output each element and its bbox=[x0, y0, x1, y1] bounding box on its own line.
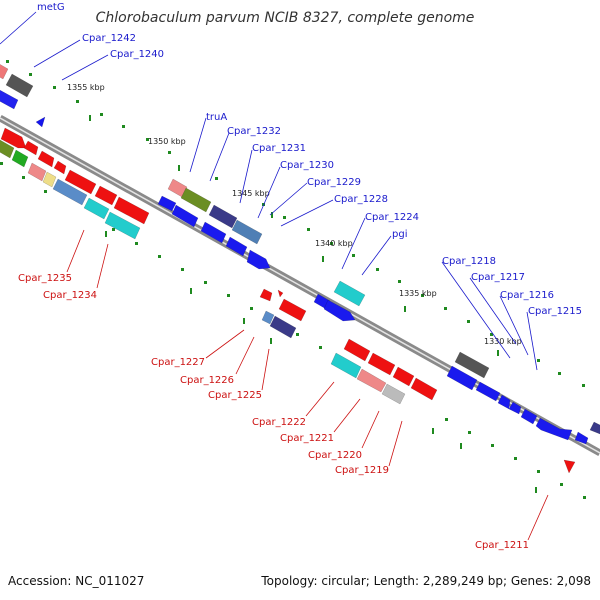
gene-arrow bbox=[0, 127, 27, 149]
gene-label: Cpar_1242 bbox=[82, 33, 136, 44]
genome-backbone bbox=[0, 114, 600, 457]
gene-arrow bbox=[356, 368, 387, 393]
gene-label: Cpar_1227 bbox=[151, 357, 205, 368]
gene-label: Cpar_1217 bbox=[471, 272, 525, 283]
kbp-label: 1335 kbp bbox=[399, 289, 437, 298]
reverse-label-leaders bbox=[66, 229, 549, 541]
gene-arrow bbox=[200, 221, 227, 244]
gene-arrow bbox=[53, 160, 67, 175]
gene-arrow bbox=[42, 171, 57, 188]
gene-arrow bbox=[261, 310, 275, 325]
gene-arrow bbox=[278, 298, 307, 322]
gene-arrow bbox=[446, 365, 478, 391]
kbp-label: 1355 kbp bbox=[67, 83, 105, 92]
kbp-scale: 1355 kbp 1350 kbp 1345 kbp 1340 kbp 1335… bbox=[67, 83, 522, 346]
gene-label: Cpar_1221 bbox=[280, 433, 334, 444]
gene-arrow bbox=[0, 139, 15, 159]
gene-arrow bbox=[520, 408, 538, 425]
gene-arrow bbox=[259, 288, 273, 302]
gene-arrow bbox=[23, 140, 39, 156]
gene-arrow bbox=[27, 162, 47, 182]
gene-arrow bbox=[269, 315, 297, 339]
gene-arrow bbox=[246, 249, 271, 270]
gene-label: Cpar_1235 bbox=[18, 273, 72, 284]
kbp-label: 1340 kbp bbox=[315, 239, 353, 248]
reverse-gene-labels: Cpar_1235 Cpar_1234 Cpar_1227 Cpar_1226 … bbox=[18, 273, 529, 551]
gene-arrow bbox=[574, 431, 589, 445]
gene-label: Cpar_1226 bbox=[180, 375, 234, 386]
gene-arrow bbox=[367, 352, 396, 376]
gene-arrow bbox=[343, 338, 371, 362]
gene-arrow bbox=[94, 185, 118, 206]
gene-label: Cpar_1216 bbox=[500, 290, 554, 301]
gene-label: Cpar_1229 bbox=[307, 177, 361, 188]
gene-label: Cpar_1240 bbox=[110, 49, 164, 60]
gene-arrow bbox=[454, 351, 490, 379]
gene-arrow bbox=[563, 459, 576, 474]
gene-label: Cpar_1215 bbox=[528, 306, 582, 317]
genome-title: Chlorobaculum parvum NCIB 8327, complete… bbox=[96, 10, 475, 26]
gene-label: Cpar_1232 bbox=[227, 126, 281, 137]
gene-arrow bbox=[37, 150, 55, 168]
gene-arrow bbox=[113, 196, 150, 225]
genome-summary-text: Topology: circular; Length: 2,289,249 bp… bbox=[260, 574, 591, 588]
gene-arrow bbox=[5, 73, 34, 98]
gene-arrow bbox=[225, 236, 248, 257]
gene-arrow bbox=[381, 383, 406, 405]
gene-arrow bbox=[323, 299, 356, 322]
gene-arrow bbox=[392, 366, 415, 387]
reverse-strand-genes bbox=[0, 127, 576, 474]
kbp-label: 1345 kbp bbox=[232, 189, 270, 198]
gene-arrow bbox=[0, 89, 19, 110]
gene-label: Cpar_1228 bbox=[334, 194, 388, 205]
inner-tick-track bbox=[0, 162, 586, 499]
gene-arrow bbox=[231, 219, 263, 245]
gene-arrow bbox=[508, 401, 522, 415]
gene-arrow bbox=[330, 352, 362, 379]
gene-arrow bbox=[410, 377, 438, 401]
gene-arrow bbox=[171, 204, 199, 228]
gene-arrow bbox=[64, 169, 97, 195]
forward-label-leaders bbox=[0, 11, 538, 371]
forward-strand-genes bbox=[0, 64, 600, 445]
gene-arrow bbox=[180, 187, 212, 213]
gene-label: Cpar_1218 bbox=[442, 256, 496, 267]
gene-arrow bbox=[333, 280, 366, 307]
gene-arrow bbox=[589, 421, 600, 435]
gene-label: Cpar_1225 bbox=[208, 390, 262, 401]
gene-arrow bbox=[11, 149, 29, 168]
gene-arrow bbox=[535, 417, 573, 441]
gene-label: Cpar_1220 bbox=[308, 450, 362, 461]
gene-arrow bbox=[83, 197, 110, 220]
gene-label: metG bbox=[37, 2, 65, 13]
gene-label: pgi bbox=[392, 229, 407, 240]
gene-label: Cpar_1224 bbox=[365, 212, 419, 223]
gene-label: Cpar_1222 bbox=[252, 417, 306, 428]
gene-label: Cpar_1231 bbox=[252, 143, 306, 154]
gene-arrow bbox=[52, 178, 88, 206]
gene-label: Cpar_1234 bbox=[43, 290, 97, 301]
kbp-label: 1350 kbp bbox=[148, 137, 186, 146]
gene-arrow bbox=[475, 381, 501, 402]
forward-gene-labels: metG Cpar_1242 Cpar_1240 truA Cpar_1232 … bbox=[37, 2, 582, 317]
gene-arrow bbox=[35, 116, 46, 128]
gene-arrow bbox=[104, 211, 141, 240]
gene-arrow bbox=[277, 289, 284, 298]
kbp-label: 1330 kbp bbox=[484, 337, 522, 346]
gene-arrow bbox=[157, 195, 177, 212]
gene-label: truA bbox=[206, 112, 227, 123]
gene-arrow bbox=[208, 204, 238, 229]
gene-label: Cpar_1211 bbox=[475, 540, 529, 551]
gene-label: Cpar_1219 bbox=[335, 465, 389, 476]
accession-text: Accession: NC_011027 bbox=[8, 574, 144, 588]
gene-arrow bbox=[0, 64, 9, 80]
gene-label: Cpar_1230 bbox=[280, 160, 334, 171]
